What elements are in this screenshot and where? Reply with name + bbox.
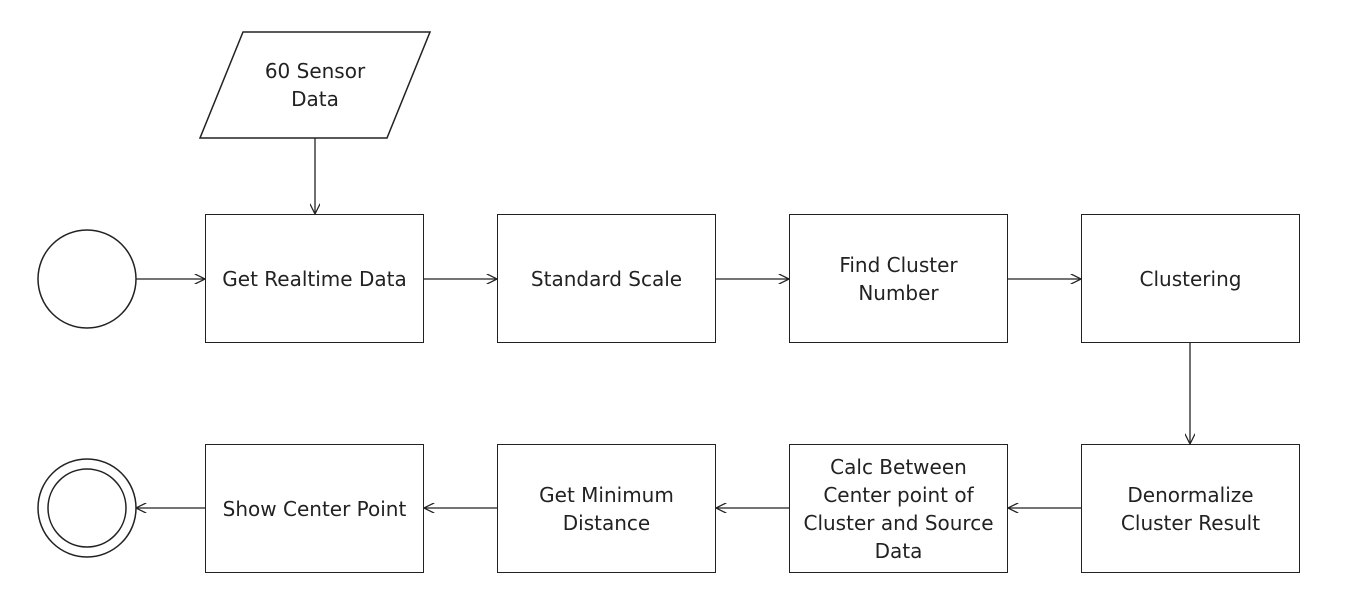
step-calc-between-center-point: Calc Between Center point of Cluster and… xyxy=(789,444,1008,573)
step-get-minimum-distance: Get Minimum Distance xyxy=(497,444,716,573)
step-denormalize-cluster-result: Denormalize Cluster Result xyxy=(1081,444,1300,573)
step-find-cluster-number: Find Cluster Number xyxy=(789,214,1008,343)
step-label: Get Realtime Data xyxy=(222,266,407,291)
step-label: Calc Between Center point of Cluster and… xyxy=(803,454,994,563)
step-standard-scale: Standard Scale xyxy=(497,214,716,343)
step-label: Find Cluster Number xyxy=(839,252,958,305)
input-sensor-data-label: 60 Sensor Data xyxy=(264,59,366,111)
step-get-realtime-data: Get Realtime Data xyxy=(205,214,424,343)
step-label: Standard Scale xyxy=(530,266,683,291)
step-label: Clustering xyxy=(1139,266,1242,291)
step-label: Get Minimum Distance xyxy=(539,482,674,535)
end-node xyxy=(37,458,137,558)
step-label: Show Center Point xyxy=(222,496,407,521)
step-clustering: Clustering xyxy=(1081,214,1300,343)
step-label: Denormalize Cluster Result xyxy=(1120,482,1261,535)
start-node xyxy=(37,229,137,329)
step-show-center-point: Show Center Point xyxy=(205,444,424,573)
